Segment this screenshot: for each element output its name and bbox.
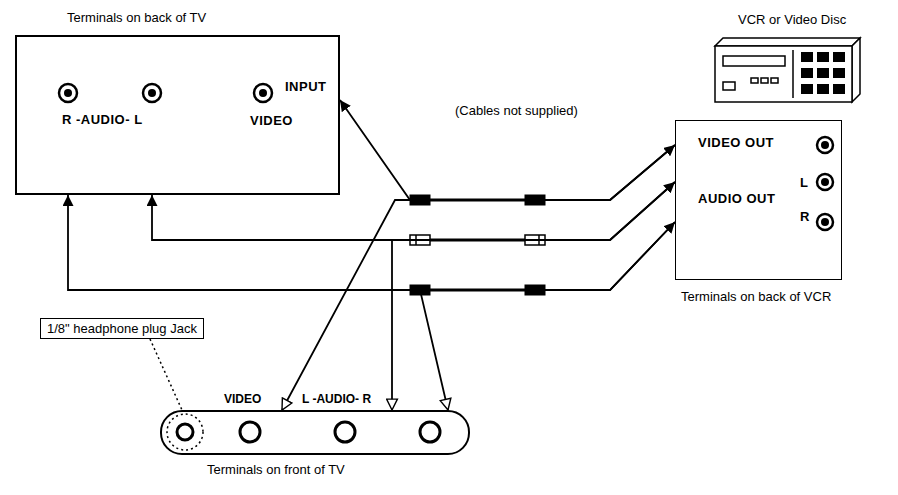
tv-back-jacks [59, 84, 272, 102]
device-label: VCR or Video Disc [738, 12, 846, 27]
node-text: Terminals on front of TV [207, 462, 345, 477]
node-text: Terminals on back of VCR [681, 289, 831, 304]
cable-arrow [420, 222, 675, 410]
front-panel: VIDEOL -AUDIO- RTerminals on front of TV [160, 410, 470, 455]
cables [410, 195, 545, 295]
cable-arrow [152, 182, 675, 240]
node-text: R [800, 209, 810, 224]
node-text: Terminals on back of TV [67, 10, 206, 25]
panel-box: VIDEO OUTLAUDIO OUTRTerminals on back of… [675, 120, 842, 280]
note-label: (Cables not supplied) [455, 103, 578, 118]
front-jacks [177, 422, 440, 442]
label-box: 1/8" headphone plug Jack [40, 318, 204, 339]
node-text: AUDIO OUT [698, 191, 775, 206]
node-text: 1/8" headphone plug Jack [47, 321, 197, 336]
node-text: R -AUDIO- L [62, 112, 143, 127]
node-text: VIDEO [250, 113, 293, 128]
vcr-illustration [715, 38, 860, 102]
cable-arrow [392, 182, 675, 410]
node-text: VIDEO [224, 392, 261, 407]
node-text: L -AUDIO- R [302, 392, 371, 407]
dotted-circle [167, 414, 203, 450]
panel-box: Terminals on back of TVR -AUDIO- LVIDEOI… [15, 35, 340, 195]
jack-centers [64, 89, 829, 226]
node-text: INPUT [285, 79, 327, 94]
cable-arrow [340, 100, 675, 200]
node-text: VIDEO OUT [698, 135, 774, 150]
vcr-back-jacks [817, 137, 833, 230]
leader-line [150, 339, 182, 410]
cable-arrow [282, 145, 675, 410]
node-text: L [800, 175, 808, 190]
